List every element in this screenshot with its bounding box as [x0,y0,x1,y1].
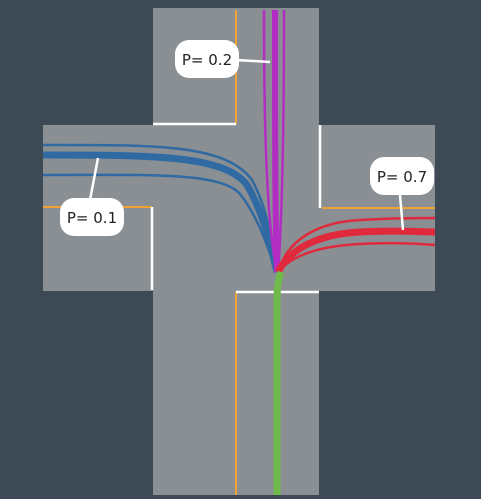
trajectory-left-main [42,151,281,273]
trajectory-right-main [274,227,436,274]
trajectory-straight-thin-2 [276,9,286,273]
trajectory-left-thin-2 [42,173,279,273]
trajectory-straight-thin-1 [262,9,279,273]
trajectory-straight-lines [262,9,286,273]
label-right: P= 0.7 [370,157,434,195]
road [43,8,435,495]
pointer-straight [235,58,271,64]
label-left: P= 0.1 [60,198,124,236]
label-right-bubble [370,157,434,195]
label-straight-bubble [175,40,239,78]
history-path [273,270,285,495]
label-pointers [88,58,405,231]
trajectory-right-thin-2 [277,241,436,273]
trajectory-right-thin-1 [276,216,436,273]
label-left-text: P= 0.1 [67,209,117,227]
label-left-bubble [60,198,124,236]
label-straight-text: P= 0.2 [182,51,232,69]
trajectory-right-lines [274,216,436,274]
label-right-text: P= 0.7 [377,168,427,186]
pointer-left [88,157,100,201]
pointer-right [398,194,405,231]
label-straight: P= 0.2 [175,40,239,78]
trajectory-straight-main [272,9,280,273]
